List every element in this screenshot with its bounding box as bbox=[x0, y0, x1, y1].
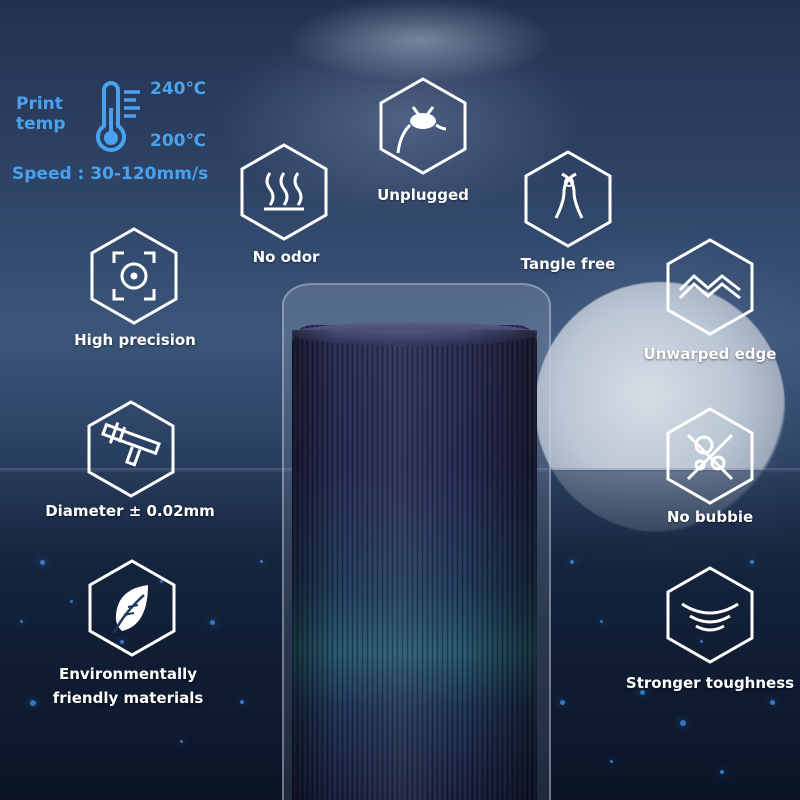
leaf-icon bbox=[88, 559, 176, 657]
sparkle-dot bbox=[560, 700, 565, 705]
sparkle-dot bbox=[720, 770, 724, 774]
sparkle-dot bbox=[180, 740, 183, 743]
print-temp-label-line2: temp bbox=[16, 114, 66, 134]
feature-label-high-precision: High precision bbox=[74, 331, 196, 349]
caliper-icon bbox=[87, 400, 175, 498]
sparkle-dot bbox=[640, 690, 645, 695]
sparkle-dot bbox=[30, 700, 36, 706]
sparkle-dot bbox=[260, 560, 263, 563]
sparkle-dot bbox=[700, 640, 703, 643]
no-odor-icon bbox=[240, 143, 328, 241]
feature-label-unplugged: Unplugged bbox=[377, 186, 469, 204]
tangle-free-icon bbox=[524, 150, 612, 248]
print-temp-min: 200℃ bbox=[150, 131, 207, 151]
sparkle-dot bbox=[160, 580, 163, 583]
print-speed: Speed : 30-120mm/s bbox=[12, 164, 209, 184]
sparkle-dot bbox=[120, 640, 124, 644]
spool-sheen bbox=[292, 330, 537, 800]
sparkle-dot bbox=[610, 760, 613, 763]
sparkle-dot bbox=[210, 620, 215, 625]
print-temp-max: 240℃ bbox=[150, 79, 207, 99]
sparkle-dot bbox=[770, 700, 775, 705]
feature-label-environment-line1: Environmentally bbox=[58, 665, 198, 683]
thermometer-icon bbox=[90, 81, 146, 156]
sparkle-dot bbox=[600, 620, 603, 623]
spool-top-edge bbox=[292, 322, 537, 346]
sparkle-dot bbox=[750, 560, 754, 564]
sparkle-dot bbox=[240, 700, 244, 704]
feature-label-no-odor: No odor bbox=[252, 248, 320, 266]
feature-label-unwarped-edge: Unwarped edge bbox=[643, 345, 777, 363]
unplugged-icon bbox=[379, 77, 467, 175]
precision-target-icon bbox=[90, 227, 178, 325]
sparkle-dot bbox=[20, 620, 23, 623]
feature-label-diameter: Diameter ± 0.02mm bbox=[45, 502, 215, 520]
sparkle-dot bbox=[40, 560, 45, 565]
feature-label-tangle-free: Tangle free bbox=[520, 255, 616, 273]
sparkle-dot bbox=[70, 600, 73, 603]
print-temp-label-line1: Print bbox=[16, 94, 63, 114]
feature-label-environment-line2: friendly materials bbox=[52, 689, 204, 707]
sparkle-dot bbox=[680, 720, 686, 726]
sparkle-dot bbox=[570, 560, 574, 564]
no-bubble-icon bbox=[666, 407, 754, 505]
feature-label-no-bubble: No bubbie bbox=[666, 508, 754, 526]
filament-spool bbox=[292, 325, 537, 800]
unwarped-edge-icon bbox=[666, 238, 754, 336]
toughness-icon bbox=[666, 566, 754, 664]
feature-label-toughness: Stronger toughness bbox=[625, 674, 795, 692]
